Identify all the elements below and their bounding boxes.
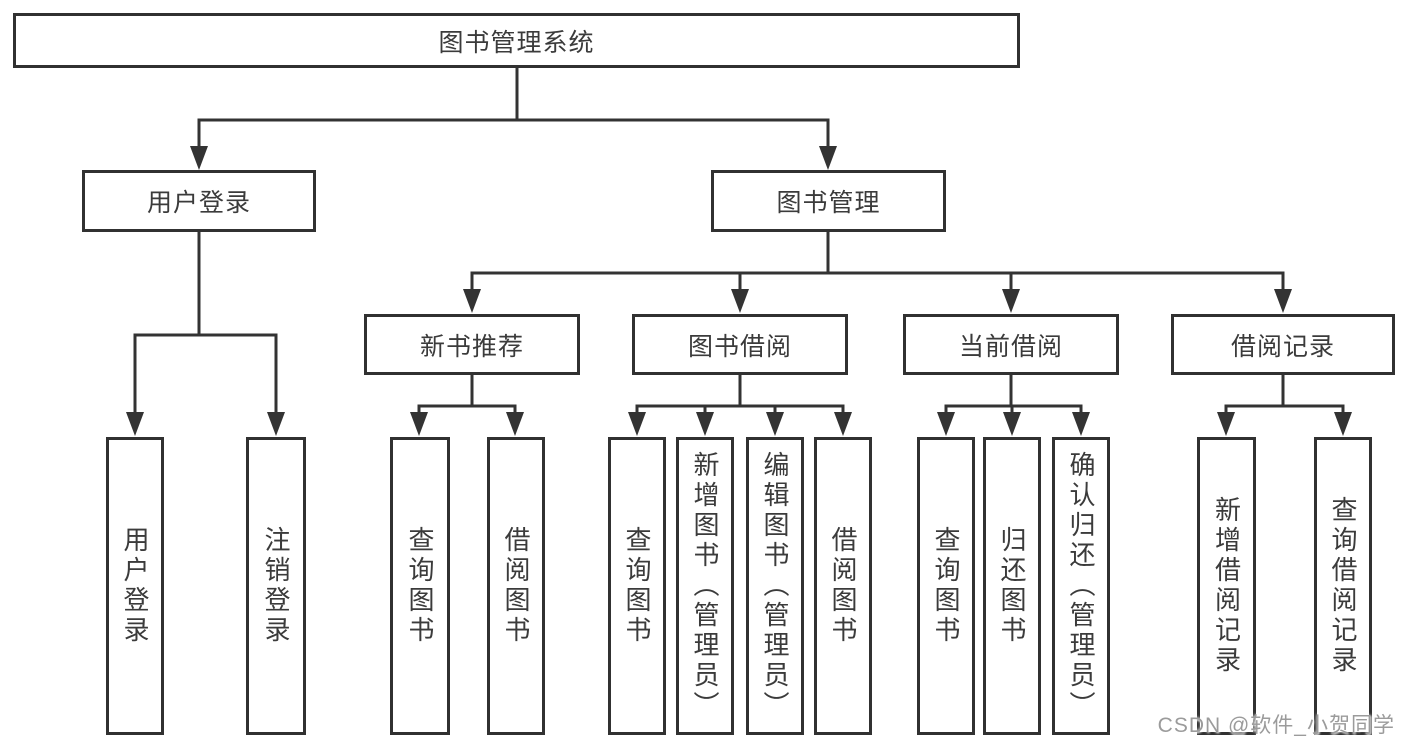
leaf-user-login: 用户登录 — [106, 437, 164, 735]
leaf-borrow-books-recommend-label: 借阅图书 — [501, 526, 531, 646]
leaf-confirm-return-admin: 确认归还（管理员） — [1052, 437, 1110, 735]
leaf-borrow-books-recommend: 借阅图书 — [487, 437, 545, 735]
leaf-logout-label: 注销登录 — [261, 526, 291, 646]
leaf-query-books-current: 查询图书 — [917, 437, 975, 735]
leaf-query-books-recommend-label: 查询图书 — [405, 526, 435, 646]
leaf-query-borrow-record-label: 查询借阅记录 — [1328, 496, 1358, 676]
leaf-add-borrow-record-label: 新增借阅记录 — [1211, 496, 1242, 676]
node-book-borrowing: 图书借阅 — [632, 314, 848, 375]
leaf-query-borrow-record: 查询借阅记录 — [1314, 437, 1372, 735]
leaf-query-books-borrowing-label: 查询图书 — [622, 526, 652, 646]
node-book-borrowing-label: 图书借阅 — [687, 332, 792, 361]
node-borrowing-records-label: 借阅记录 — [1230, 332, 1335, 361]
leaf-borrow-books-borrowing: 借阅图书 — [814, 437, 872, 735]
leaf-query-books-borrowing: 查询图书 — [608, 437, 666, 735]
node-user-login: 用户登录 — [82, 170, 316, 232]
node-book-management-label: 图书管理 — [776, 189, 881, 217]
leaf-return-books-label: 归还图书 — [997, 526, 1027, 646]
arrowheads — [126, 146, 1352, 436]
csdn-watermark: CSDN @软件_小贺同学 — [1157, 714, 1395, 737]
leaf-query-books-current-label: 查询图书 — [931, 526, 961, 646]
leaf-borrow-books-borrowing-label: 借阅图书 — [828, 526, 858, 646]
leaf-user-login-label: 用户登录 — [120, 526, 150, 646]
node-user-login-label: 用户登录 — [146, 189, 251, 217]
leaf-add-borrow-record: 新增借阅记录 — [1197, 437, 1256, 735]
leaf-logout: 注销登录 — [246, 437, 306, 735]
leaf-return-books: 归还图书 — [983, 437, 1041, 735]
node-current-borrowing-label: 当前借阅 — [958, 332, 1063, 361]
node-book-management: 图书管理 — [711, 170, 946, 232]
node-current-borrowing: 当前借阅 — [903, 314, 1119, 375]
node-new-book-recommendation-label: 新书推荐 — [419, 332, 524, 361]
leaf-edit-book-admin-label: 编辑图书（管理员） — [760, 451, 790, 721]
node-root-label: 图书管理系统 — [438, 28, 595, 57]
leaf-add-book-admin-label: 新增图书（管理员） — [690, 451, 720, 721]
node-root-system: 图书管理系统 — [13, 13, 1020, 68]
leaf-add-book-admin: 新增图书（管理员） — [676, 437, 734, 735]
leaf-confirm-return-admin-label: 确认归还（管理员） — [1066, 451, 1096, 721]
node-new-book-recommendation: 新书推荐 — [364, 314, 580, 375]
node-borrowing-records: 借阅记录 — [1171, 314, 1395, 375]
leaf-query-books-recommend: 查询图书 — [390, 437, 450, 735]
leaf-edit-book-admin: 编辑图书（管理员） — [746, 437, 804, 735]
